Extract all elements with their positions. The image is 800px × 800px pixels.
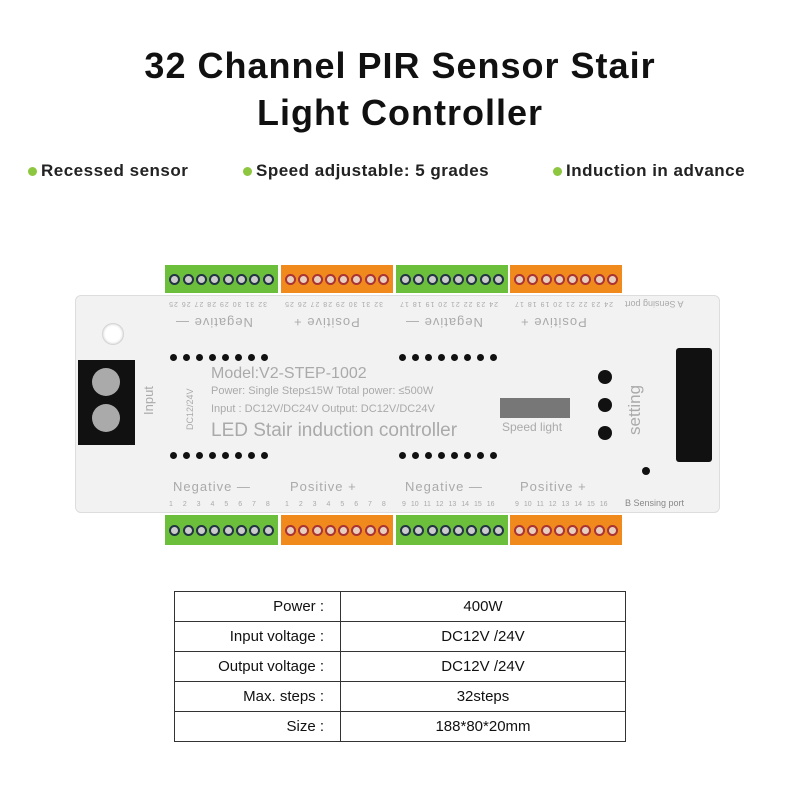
channel-numbers: 32 31 30 29 28 27 26 25	[168, 300, 267, 307]
bullet-icon	[28, 166, 37, 176]
led-holes	[170, 452, 268, 459]
terminal-block	[281, 265, 393, 293]
led-holes	[399, 354, 497, 361]
title-line-1: 32 Channel PIR Sensor Stair	[144, 45, 656, 86]
power-text: Power: Single Step≤15W Total power: ≤500…	[211, 385, 434, 397]
table-row: Output voltage :DC12V /24V	[174, 651, 626, 682]
table-row: Size :188*80*20mm	[174, 711, 626, 742]
channel-numbers: 24 23 22 21 20 19 18 17	[399, 300, 498, 307]
spec-value: 32steps	[340, 681, 626, 712]
led-holes	[399, 452, 497, 459]
negative-label: Negative —	[405, 479, 483, 494]
led-hole	[642, 467, 650, 475]
spec-value: DC12V /24V	[340, 621, 626, 652]
feature-3: Induction in advance	[553, 161, 745, 181]
spec-key: Output voltage :	[174, 651, 341, 682]
feature-label: Recessed sensor	[41, 161, 189, 180]
spec-table: Power :400W Input voltage :DC12V /24V Ou…	[174, 591, 626, 742]
spec-key: Size :	[174, 711, 341, 742]
mounting-hole	[102, 323, 124, 345]
spec-value: 400W	[340, 591, 626, 622]
positive-label: Positive +	[520, 479, 587, 494]
terminal-block	[510, 515, 622, 545]
a-sensing-port-label: A Sensing port	[625, 299, 684, 309]
channel-numbers: 9 10 11 12 13 14 15 16	[402, 501, 495, 508]
channel-numbers: 9 10 11 12 13 14 15 16	[515, 501, 608, 508]
negative-label: Negative —	[405, 315, 483, 330]
table-row: Max. steps :32steps	[174, 681, 626, 712]
speed-light-label: Speed light	[502, 420, 563, 434]
feature-label: Induction in advance	[566, 161, 746, 180]
sensor-port-tab	[676, 348, 712, 462]
spec-key: Power :	[174, 591, 341, 622]
terminal-block	[510, 265, 622, 293]
table-row: Input voltage :DC12V /24V	[174, 621, 626, 652]
bullet-icon	[243, 166, 252, 176]
positive-label: Positive +	[520, 315, 587, 330]
speed-light-display	[500, 398, 570, 418]
setting-button[interactable]	[598, 426, 612, 440]
terminal-block	[165, 265, 278, 293]
terminal-block	[165, 515, 278, 545]
channel-numbers: 1 2 3 4 5 6 7 8	[285, 501, 386, 508]
setting-label: setting	[625, 384, 644, 435]
table-row: Power :400W	[174, 591, 626, 622]
terminal-block	[396, 515, 508, 545]
terminal-block	[396, 265, 508, 293]
spec-key: Max. steps :	[174, 681, 341, 712]
setting-button[interactable]	[598, 398, 612, 412]
setting-button[interactable]	[598, 370, 612, 384]
model-text: Model:V2-STEP-1002	[211, 365, 367, 382]
io-text: Input : DC12V/DC24V Output: DC12V/DC24V	[211, 403, 435, 415]
negative-label: Negative —	[175, 315, 253, 330]
positive-label: Positive +	[293, 315, 360, 330]
feature-1: Recessed sensor	[28, 161, 188, 181]
spec-key: Input voltage :	[174, 621, 341, 652]
spec-value: DC12V /24V	[340, 651, 626, 682]
led-holes	[170, 354, 268, 361]
feature-label: Speed adjustable: 5 grades	[256, 161, 490, 180]
negative-label: Negative —	[173, 479, 251, 494]
input-voltage-label: DC12/24V	[185, 388, 195, 430]
terminal-block	[281, 515, 393, 545]
bullet-icon	[553, 166, 562, 176]
channel-numbers: 24 23 22 21 20 19 18 17	[514, 300, 613, 307]
controller-device: 32 31 30 29 28 27 26 25 32 31 30 29 28 2…	[75, 295, 720, 513]
input-label: Input	[141, 386, 156, 415]
positive-label: Positive +	[290, 479, 357, 494]
power-input-connector	[78, 360, 135, 445]
channel-numbers: 1 2 3 4 5 6 7 8	[169, 501, 270, 508]
feature-2: Speed adjustable: 5 grades	[243, 161, 489, 181]
channel-numbers: 32 31 30 29 28 27 26 25	[284, 300, 383, 307]
title-line-2: Light Controller	[257, 92, 543, 133]
device-name-text: LED Stair induction controller	[211, 420, 458, 441]
spec-value: 188*80*20mm	[340, 711, 626, 742]
b-sensing-port-label: B Sensing port	[625, 498, 685, 508]
